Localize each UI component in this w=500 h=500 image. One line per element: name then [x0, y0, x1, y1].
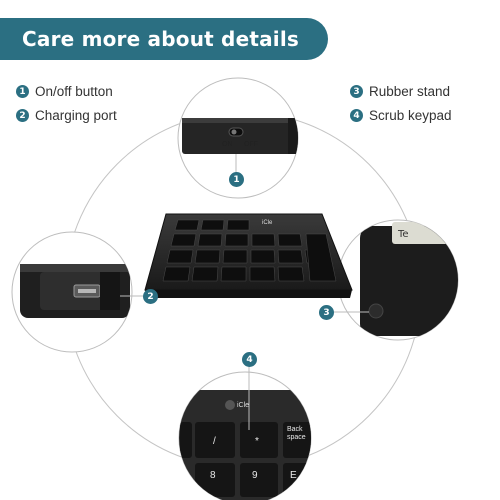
legend-label: Charging port — [35, 108, 117, 123]
legend-number: 3 — [350, 85, 363, 98]
title-banner: Care more about details — [0, 18, 328, 60]
keypad-closeup-logo: iCle — [237, 402, 250, 409]
switch-on-label: ON — [222, 141, 233, 148]
callout-4: 4 — [242, 352, 257, 367]
callout-1: 1 — [229, 172, 244, 187]
keypad-closeup — [179, 390, 311, 500]
key-label-asterisk: * — [255, 436, 259, 447]
legend-item-scrub-keypad: 4 Scrub keypad — [350, 108, 452, 123]
legend-item-on-off: 1 On/off button — [16, 84, 113, 99]
page-title: Care more about details — [22, 27, 300, 51]
numeric-keypad-product — [144, 213, 353, 298]
key-label-e: E — [290, 470, 297, 481]
callout-3: 3 — [319, 305, 334, 320]
product-logo-text: iCle — [262, 220, 273, 226]
legend-item-rubber-stand: 3 Rubber stand — [350, 84, 450, 99]
key-label-9: 9 — [252, 470, 258, 481]
legend-number: 4 — [350, 109, 363, 122]
callout-2: 2 — [143, 289, 158, 304]
legend-label: Rubber stand — [369, 84, 451, 99]
switch-closeup — [182, 118, 298, 154]
key-label-backspace: Back space — [287, 426, 306, 441]
key-label-8: 8 — [210, 470, 216, 481]
svg-text:Te: Te — [397, 229, 409, 240]
legend-label: On/off button — [35, 84, 113, 99]
legend-item-charging-port: 2 Charging port — [16, 108, 117, 123]
key-label-slash: / — [213, 436, 216, 447]
rubber-stand-closeup: Te — [360, 222, 458, 336]
legend-number: 1 — [16, 85, 29, 98]
legend-label: Scrub keypad — [369, 108, 452, 123]
legend-number: 2 — [16, 109, 29, 122]
switch-off-label: OFF — [244, 141, 258, 148]
charging-port-closeup — [20, 264, 130, 318]
